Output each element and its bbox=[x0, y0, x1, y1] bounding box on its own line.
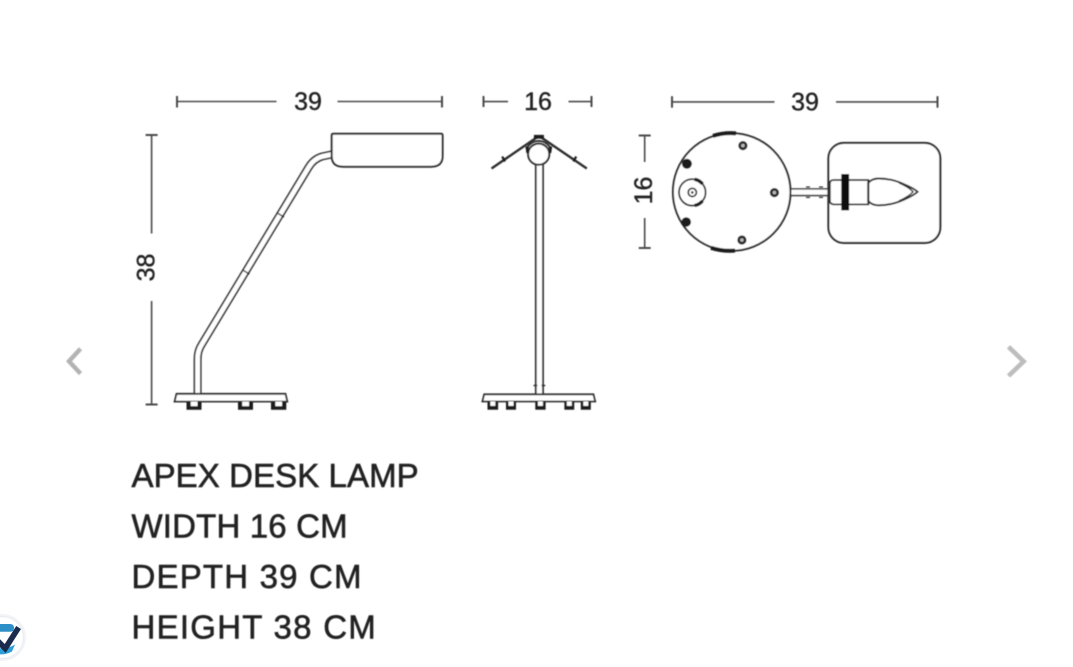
svg-text:38: 38 bbox=[132, 254, 160, 282]
svg-text:APEX DESK LAMP: APEX DESK LAMP bbox=[132, 457, 419, 494]
svg-text:WIDTH 16 CM: WIDTH 16 CM bbox=[132, 508, 348, 545]
svg-text:HEIGHT 38 CM: HEIGHT 38 CM bbox=[132, 609, 378, 646]
svg-text:39: 39 bbox=[294, 88, 322, 116]
svg-text:39: 39 bbox=[791, 88, 819, 116]
svg-text:DEPTH 39 CM: DEPTH 39 CM bbox=[132, 558, 363, 595]
svg-text:16: 16 bbox=[524, 88, 552, 116]
svg-text:16: 16 bbox=[630, 177, 658, 205]
